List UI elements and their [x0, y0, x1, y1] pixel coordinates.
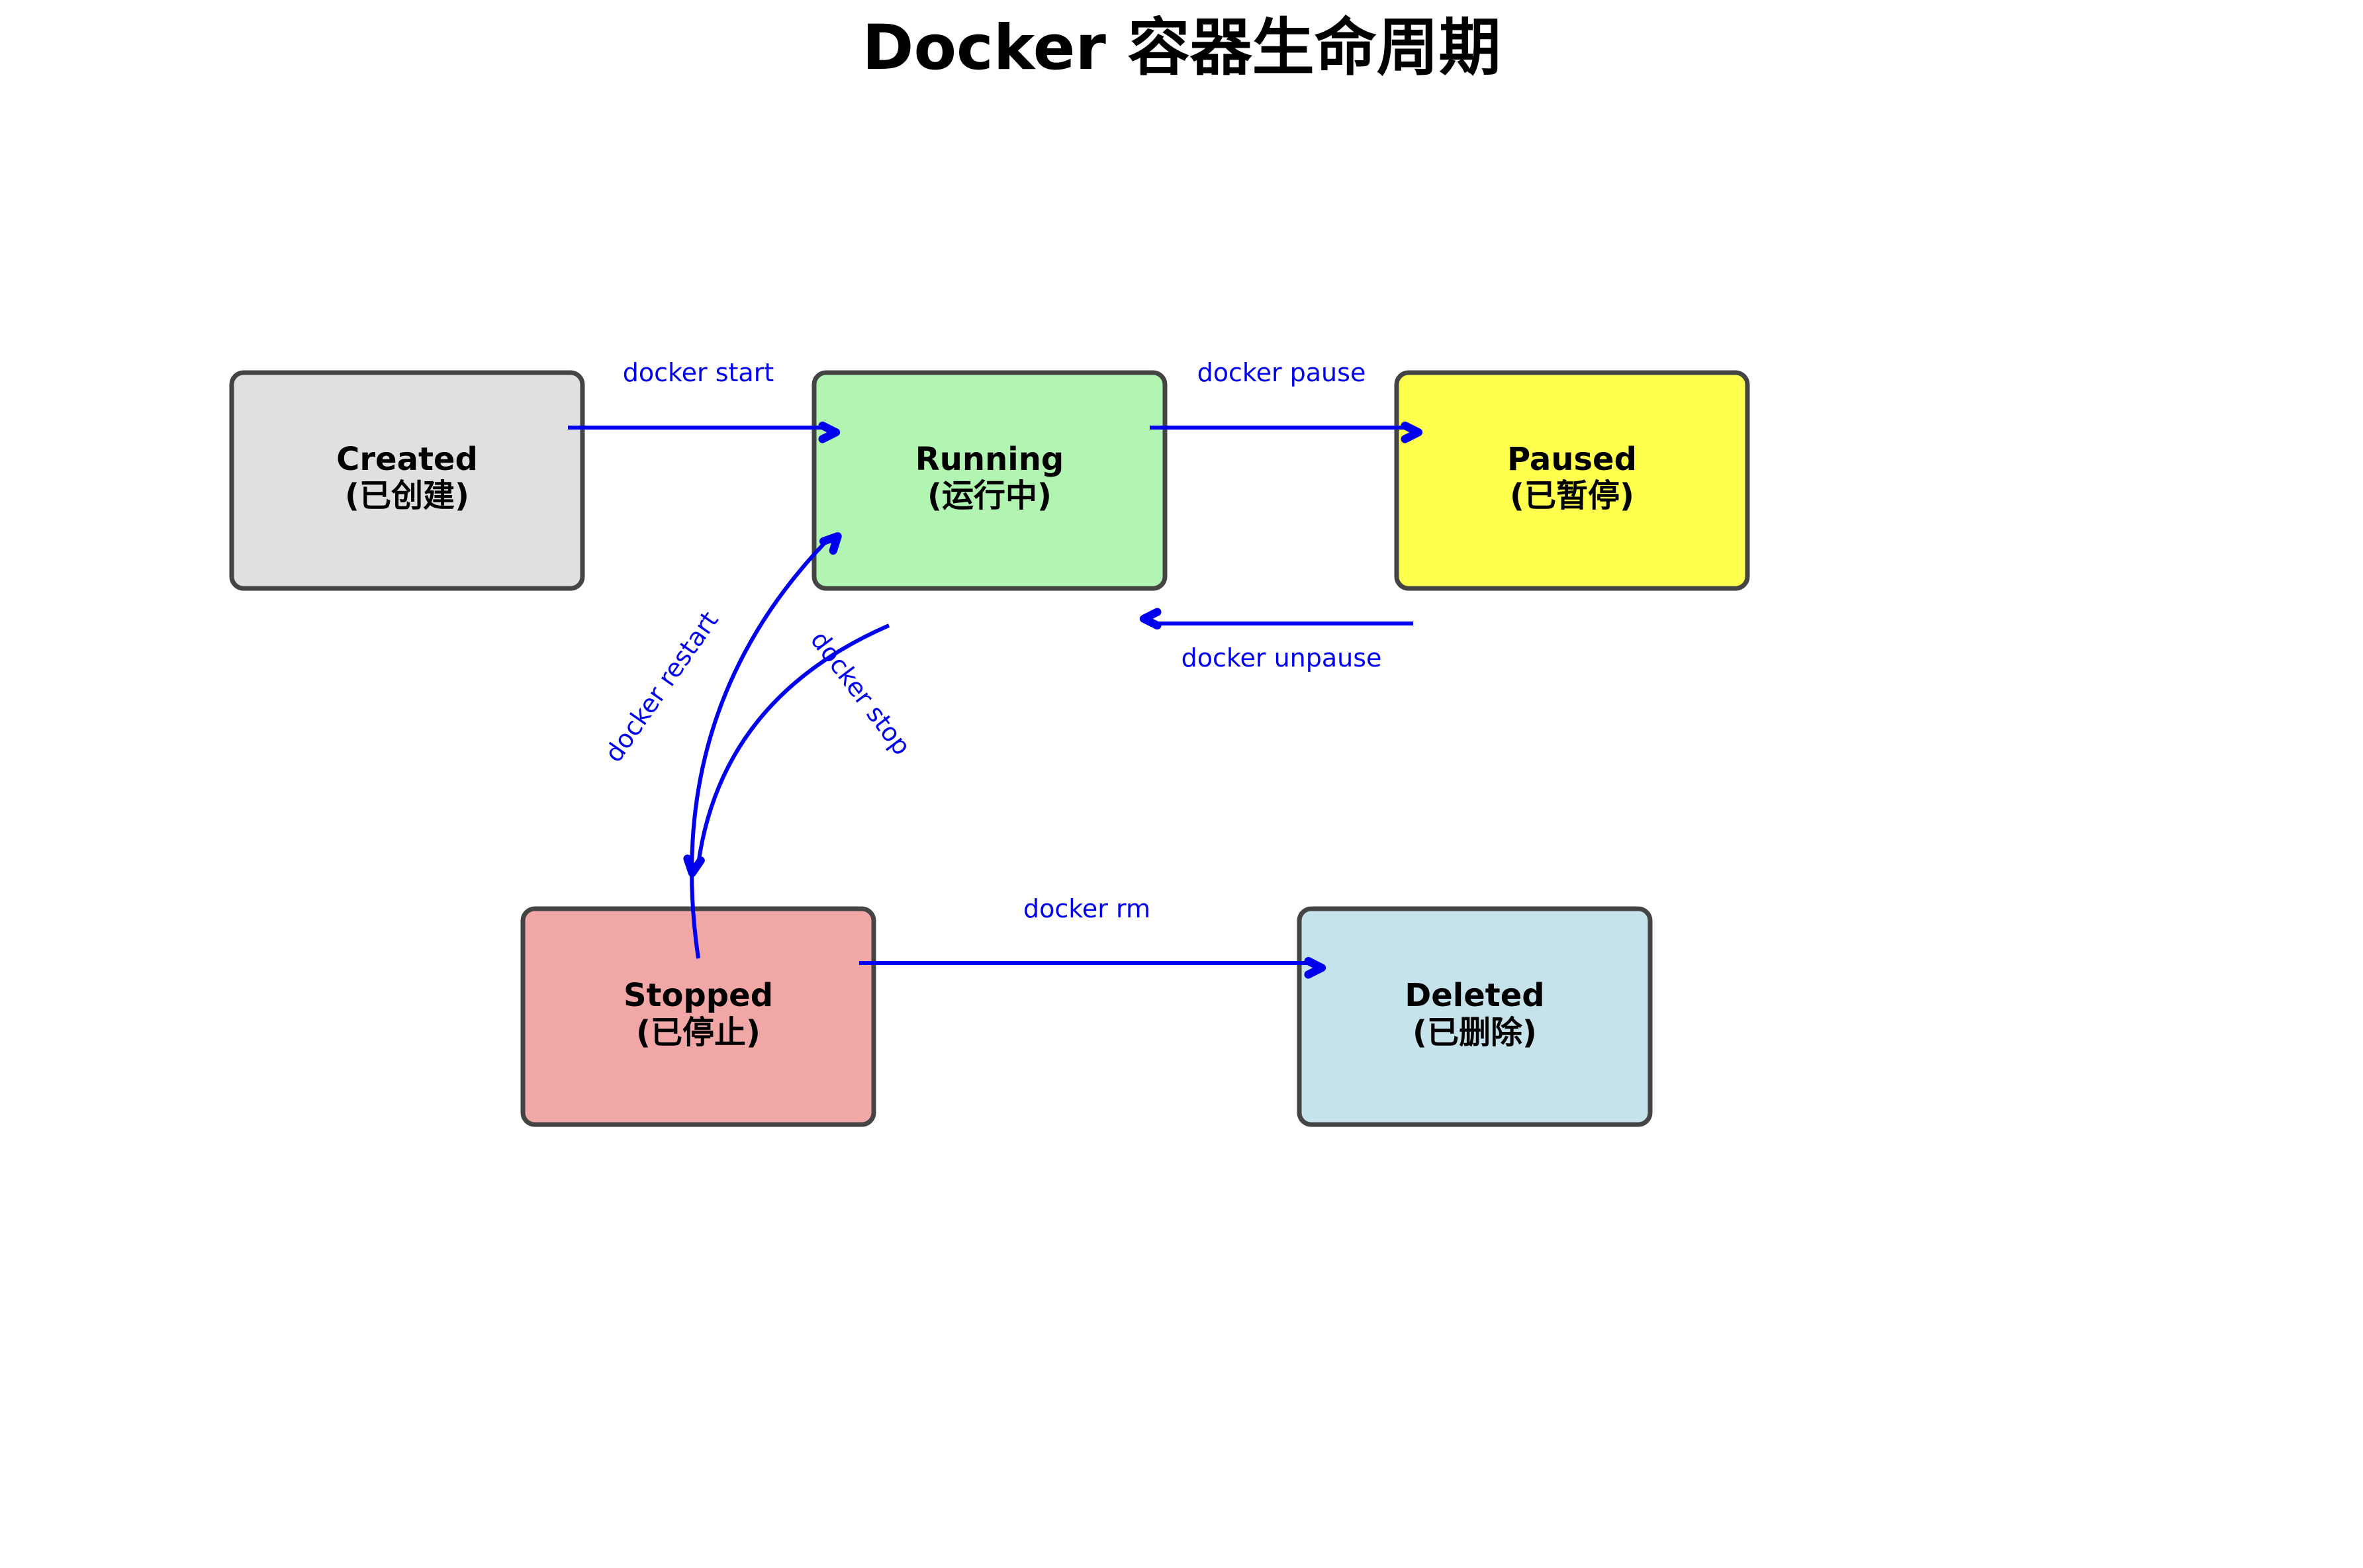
node-paused-name: Paused: [1507, 441, 1637, 478]
node-running-subtitle: (运行中): [927, 477, 1052, 514]
node-deleted-box: [1297, 906, 1653, 1127]
node-created-box: [229, 370, 585, 591]
edge-docker-restart-arrow: [690, 532, 842, 959]
node-deleted-name: Deleted: [1405, 977, 1544, 1014]
node-paused: Paused (已暂停): [1394, 370, 1750, 591]
edge-docker-rm-label: docker rm: [1023, 894, 1150, 923]
edge-docker-stop-arrow: [683, 623, 890, 877]
edge-docker-pause-label: docker pause: [1197, 358, 1366, 387]
edge-docker-stop: docker stop: [683, 623, 917, 877]
edge-docker-unpause: docker unpause: [1139, 608, 1413, 672]
node-running-box: [811, 370, 1168, 591]
node-created-name: Created: [336, 441, 478, 478]
node-paused-subtitle: (已暂停): [1510, 477, 1634, 514]
edge-docker-stop-label: docker stop: [805, 625, 917, 761]
node-paused-box: [1394, 370, 1750, 591]
node-stopped-subtitle: (已停止): [636, 1014, 761, 1051]
node-created: Created (已创建): [229, 370, 585, 591]
edge-docker-start-label: docker start: [623, 358, 774, 387]
node-deleted-subtitle: (已删除): [1413, 1014, 1537, 1051]
edge-docker-unpause-label: docker unpause: [1182, 643, 1382, 672]
node-stopped: Stopped (已停止): [520, 906, 876, 1127]
diagram-title: Docker 容器生命周期: [862, 12, 1501, 84]
edge-docker-restart: docker restart: [599, 532, 842, 959]
node-created-subtitle: (已创建): [345, 477, 469, 514]
edge-docker-restart-label: docker restart: [599, 606, 724, 768]
node-running-name: Running: [915, 441, 1064, 478]
node-stopped-box: [520, 906, 876, 1127]
edge-docker-pause: docker pause: [1150, 358, 1423, 443]
edge-docker-start: docker start: [568, 358, 841, 443]
node-running: Running (运行中): [811, 370, 1168, 591]
edge-docker-rm: docker rm: [859, 894, 1326, 979]
node-stopped-name: Stopped: [624, 977, 773, 1014]
node-deleted: Deleted (已删除): [1297, 906, 1653, 1127]
